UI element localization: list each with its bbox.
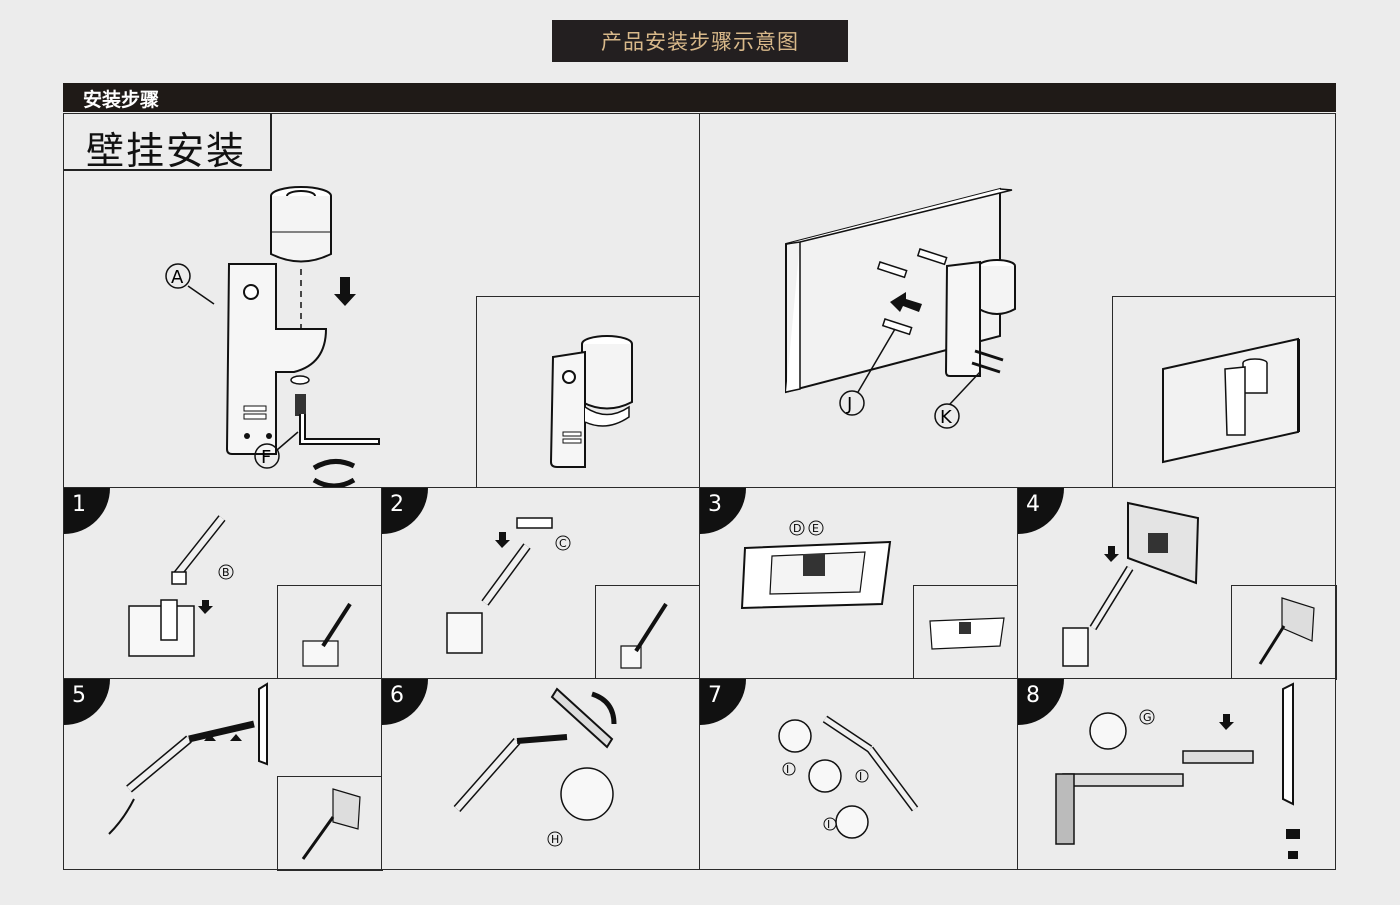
wall-install-panel: J K [699, 113, 1336, 489]
step-1-inset [277, 585, 383, 680]
step-4-panel: 4 [1017, 487, 1337, 680]
step-3-inset [913, 585, 1019, 680]
step-2-panel: 2 C [381, 487, 701, 680]
step-7-panel: 7 I I I [699, 678, 1018, 870]
assembled-clamp-inset [476, 296, 700, 489]
callout-i-2: I [859, 770, 862, 783]
page-title: 产品安装步骤示意图 [601, 30, 799, 54]
callout-a: A [171, 267, 184, 288]
page-title-box: 产品安装步骤示意图 [552, 20, 848, 62]
callout-b: B [222, 566, 230, 579]
callout-c: C [559, 537, 567, 550]
callout-g: G [1143, 711, 1152, 724]
callout-k: K [940, 407, 953, 428]
step-4-inset [1231, 585, 1337, 680]
wall-mount-assembly-panel: 壁挂安装 A F [63, 113, 700, 489]
wall-mount-label: 壁挂安装 [86, 129, 247, 173]
section-title: 安装步骤 [83, 89, 160, 111]
step-5-inset [277, 776, 383, 871]
step-3-badge: 3 [700, 488, 746, 534]
step-6-panel: 6 H [381, 678, 700, 870]
callout-j: J [846, 394, 852, 415]
callout-f: F [261, 447, 271, 468]
wall-mount-label-box: 壁挂安装 [64, 114, 272, 173]
callout-i-3: I [827, 818, 830, 831]
step-1-panel: 1 B [63, 487, 383, 680]
step-8-badge: 8 [1018, 679, 1064, 725]
clamp-assembly-drawing: A F [165, 186, 380, 489]
callout-h: H [551, 833, 559, 846]
wall-install-drawing: J K [785, 187, 1016, 429]
callout-d: D [793, 522, 801, 535]
instructions-panel: 安装步骤 壁挂安装 A [63, 83, 1337, 871]
wall-mounted-inset [1112, 296, 1336, 489]
step-8-panel: 8 G [1017, 678, 1336, 870]
step-5-panel: 5 [63, 678, 383, 871]
callout-e: E [812, 522, 819, 535]
step-2-inset [595, 585, 701, 680]
callout-i-1: I [786, 763, 789, 776]
section-header: 安装步骤 [63, 83, 1336, 112]
step-3-panel: 3 D E [699, 487, 1019, 680]
